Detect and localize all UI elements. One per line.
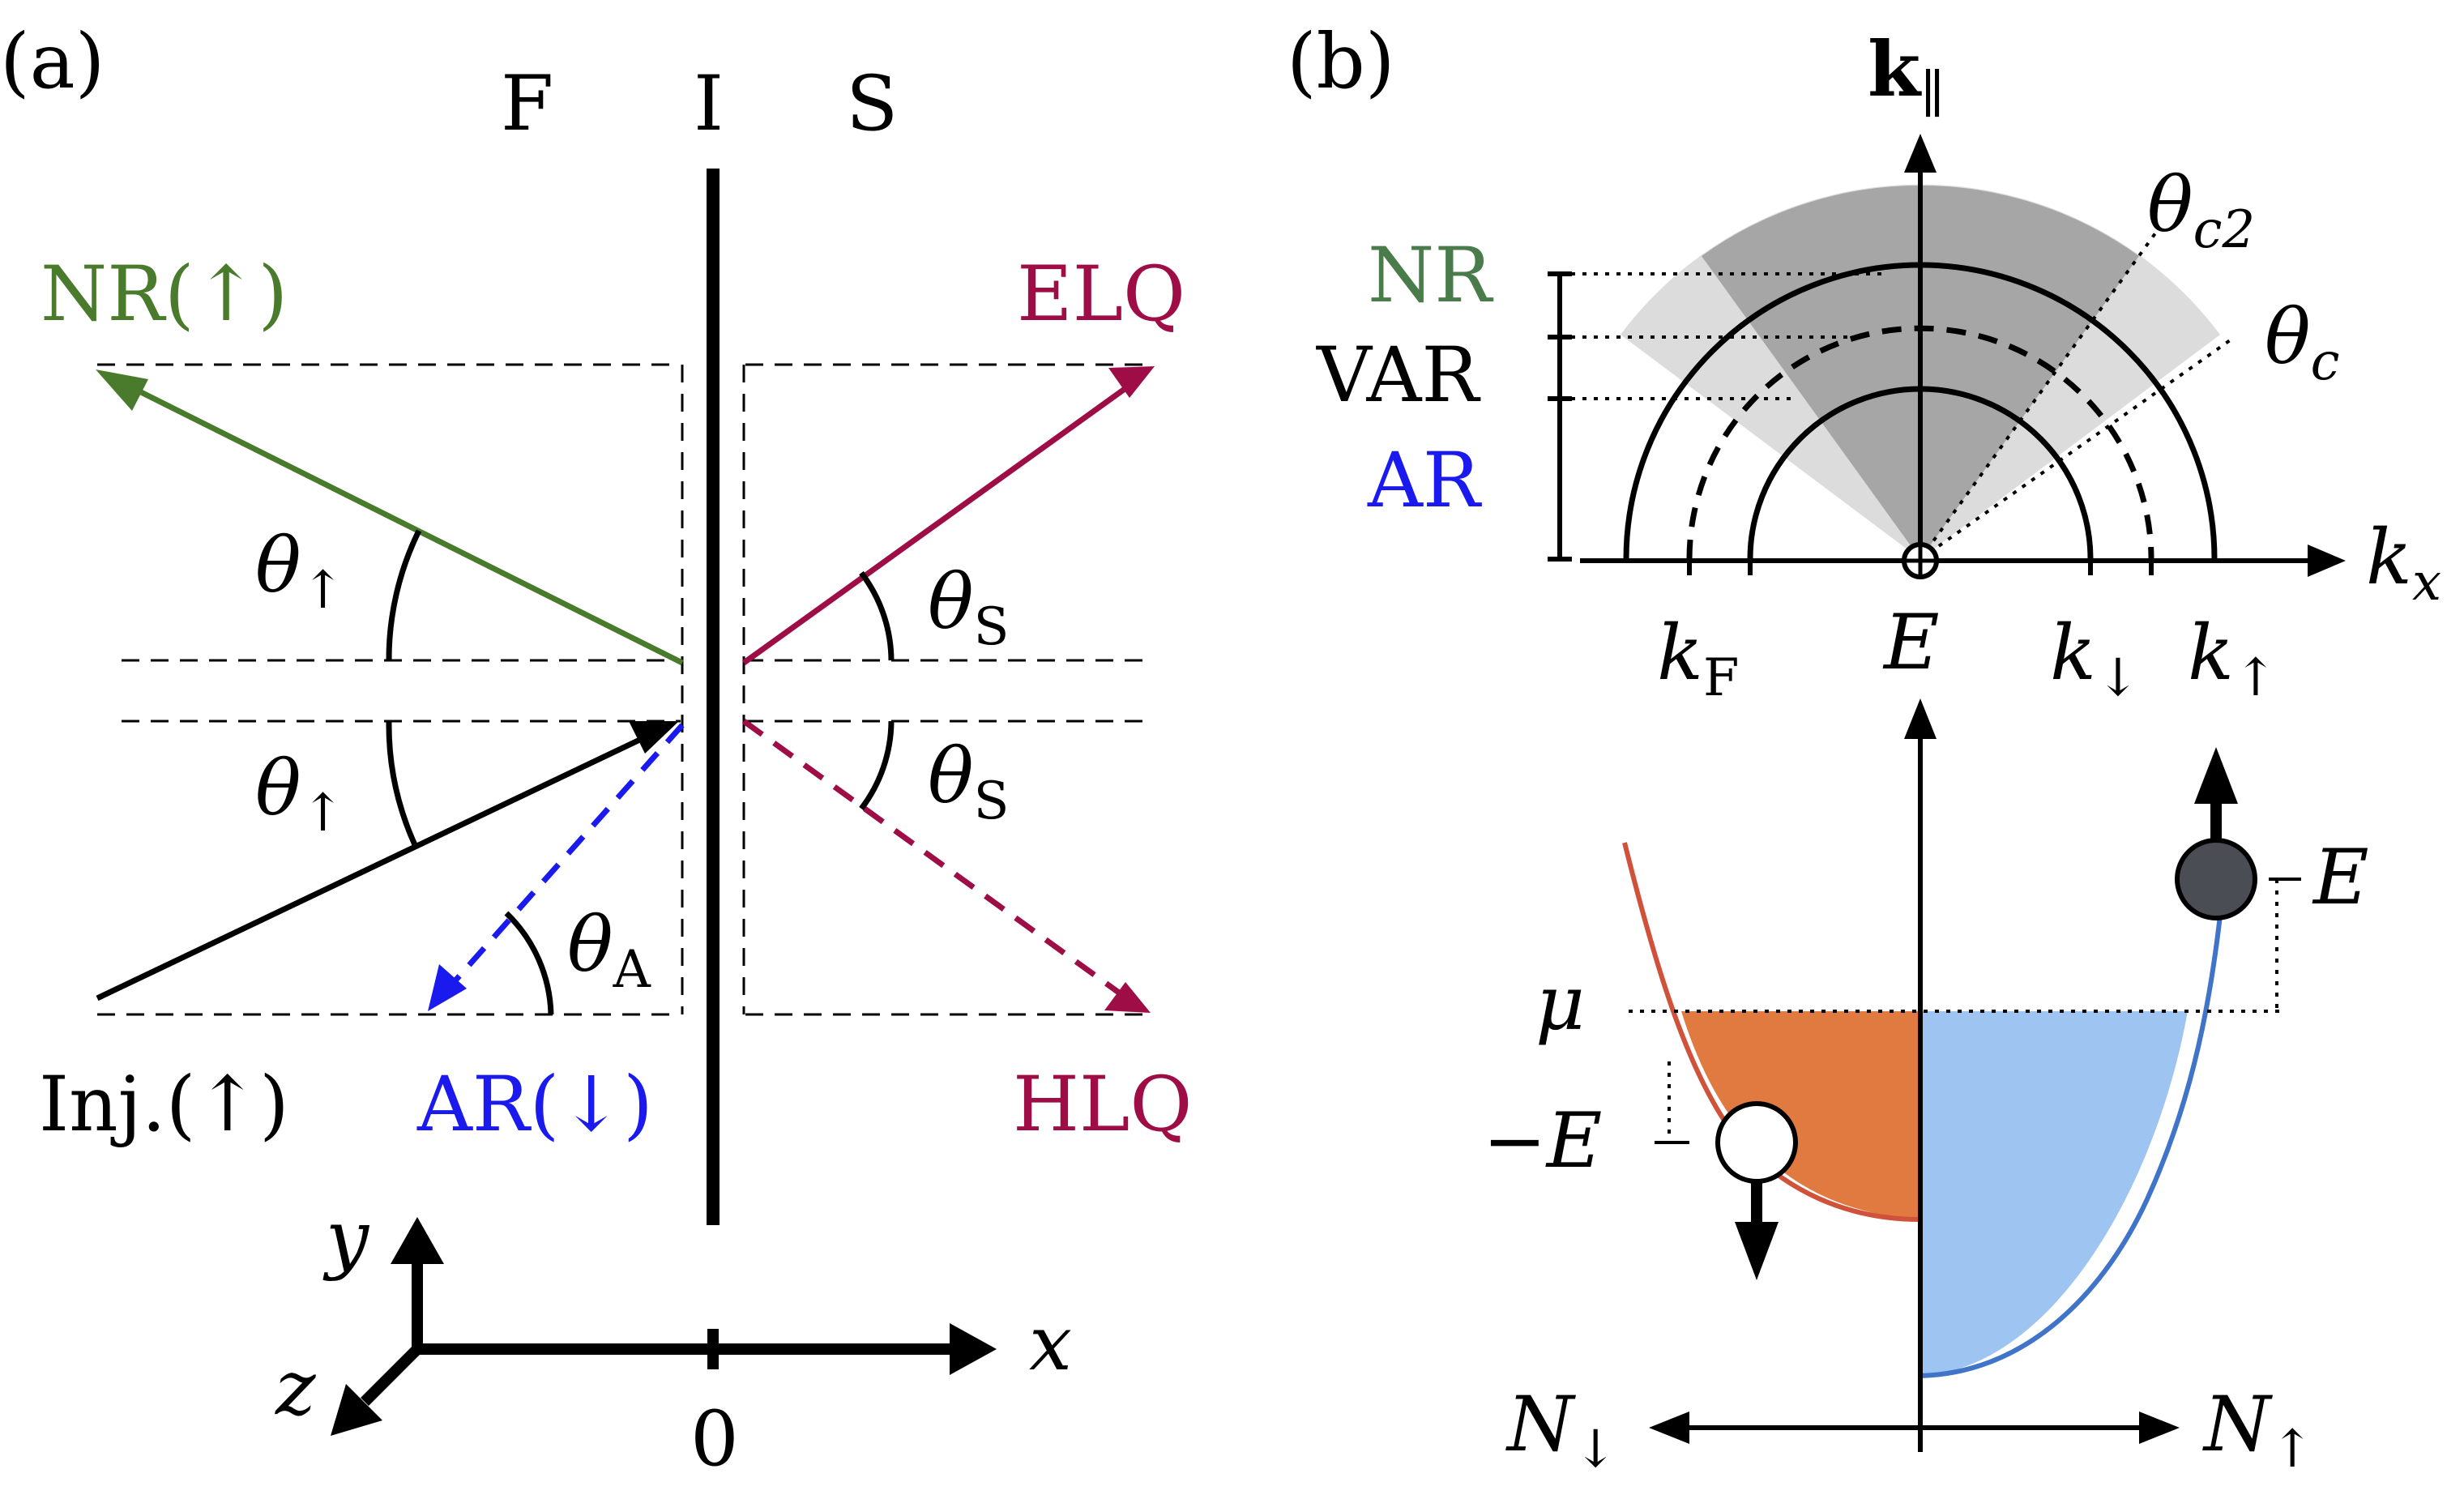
spin-down-filled-band bbox=[1681, 1011, 1920, 1219]
dotted-lines bbox=[1560, 232, 2234, 561]
minus-e-level-label: −E bbox=[1483, 1097, 1602, 1185]
panel-a: (a) F I S NR(↑) ELQ bbox=[0, 18, 1192, 1484]
kf-tick-marks bbox=[1687, 547, 2154, 575]
n-up-label: N↑ bbox=[2202, 1381, 2314, 1480]
panel-b: (b) bbox=[1287, 18, 2441, 1480]
n-down-label: N↓ bbox=[1505, 1381, 1617, 1480]
e-center-label: E bbox=[1882, 599, 1940, 687]
region-i-label: I bbox=[694, 60, 724, 148]
e-out-of-plane-icon bbox=[1902, 542, 1939, 579]
theta-up-bottom: θ↑ bbox=[255, 745, 344, 843]
spin-up-filled-band bbox=[1920, 1011, 2188, 1376]
range-bracket bbox=[1548, 271, 1572, 562]
var-region-label: VAR bbox=[1316, 331, 1481, 420]
coordinate-axes bbox=[331, 1217, 997, 1436]
axis-x-label: x bbox=[1029, 1300, 1072, 1388]
axis-z-label: z bbox=[275, 1344, 316, 1433]
injected-arrow bbox=[96, 721, 679, 1001]
elq-label: ELQ bbox=[1017, 250, 1185, 339]
level-dotted-lines bbox=[1629, 879, 2285, 1142]
theta-up-top: θ↑ bbox=[255, 522, 344, 621]
theta-c2-label: θc2 bbox=[2147, 161, 2255, 260]
injected-label: Inj.(↑) bbox=[39, 1061, 289, 1149]
k-x-label: kx bbox=[2366, 514, 2441, 613]
e-level-label: E bbox=[2312, 834, 2369, 922]
k-down-label: k↓ bbox=[2050, 609, 2140, 708]
region-f-label: F bbox=[501, 60, 553, 148]
hole-spin-down-icon bbox=[1715, 1101, 1798, 1280]
hlq-arrow bbox=[741, 719, 1151, 1013]
hlq-label: HLQ bbox=[1013, 1061, 1192, 1149]
electron-spin-up-icon bbox=[2175, 747, 2257, 920]
nr-arrow bbox=[96, 369, 684, 666]
region-s-label: S bbox=[846, 60, 898, 148]
nr-label: NR(↑) bbox=[41, 250, 288, 339]
theta-c-label: θc bbox=[2265, 293, 2339, 392]
axis-y-label: y bbox=[322, 1194, 370, 1283]
ar-label: AR(↓) bbox=[416, 1061, 653, 1149]
ar-arrow bbox=[428, 723, 685, 1011]
theta-a: θA bbox=[567, 901, 651, 1000]
k-axes bbox=[1580, 134, 2346, 577]
ar-region-label: AR bbox=[1367, 437, 1483, 525]
mu-label: μ bbox=[1535, 959, 1585, 1048]
panel-a-label: (a) bbox=[0, 18, 105, 106]
origin-label: 0 bbox=[690, 1395, 739, 1484]
k-parallel-label: k∥ bbox=[1868, 25, 1945, 125]
k-up-label: k↑ bbox=[2188, 609, 2278, 708]
dashed-guides bbox=[97, 363, 1151, 1016]
dos-axis bbox=[1649, 1411, 2180, 1444]
panel-b-label: (b) bbox=[1287, 18, 1395, 106]
theta-s-top: θS bbox=[928, 558, 1009, 657]
energy-axis bbox=[1904, 698, 1937, 1452]
spin-up-band-curve bbox=[1920, 915, 2223, 1378]
angle-arcs bbox=[386, 529, 895, 1015]
theta-s-bottom: θS bbox=[928, 732, 1009, 831]
elq-arrow bbox=[741, 366, 1155, 665]
level-tick-marks bbox=[1655, 878, 2301, 1144]
kf-label: kF bbox=[1657, 609, 1739, 708]
nr-region-label: NR bbox=[1368, 232, 1494, 320]
